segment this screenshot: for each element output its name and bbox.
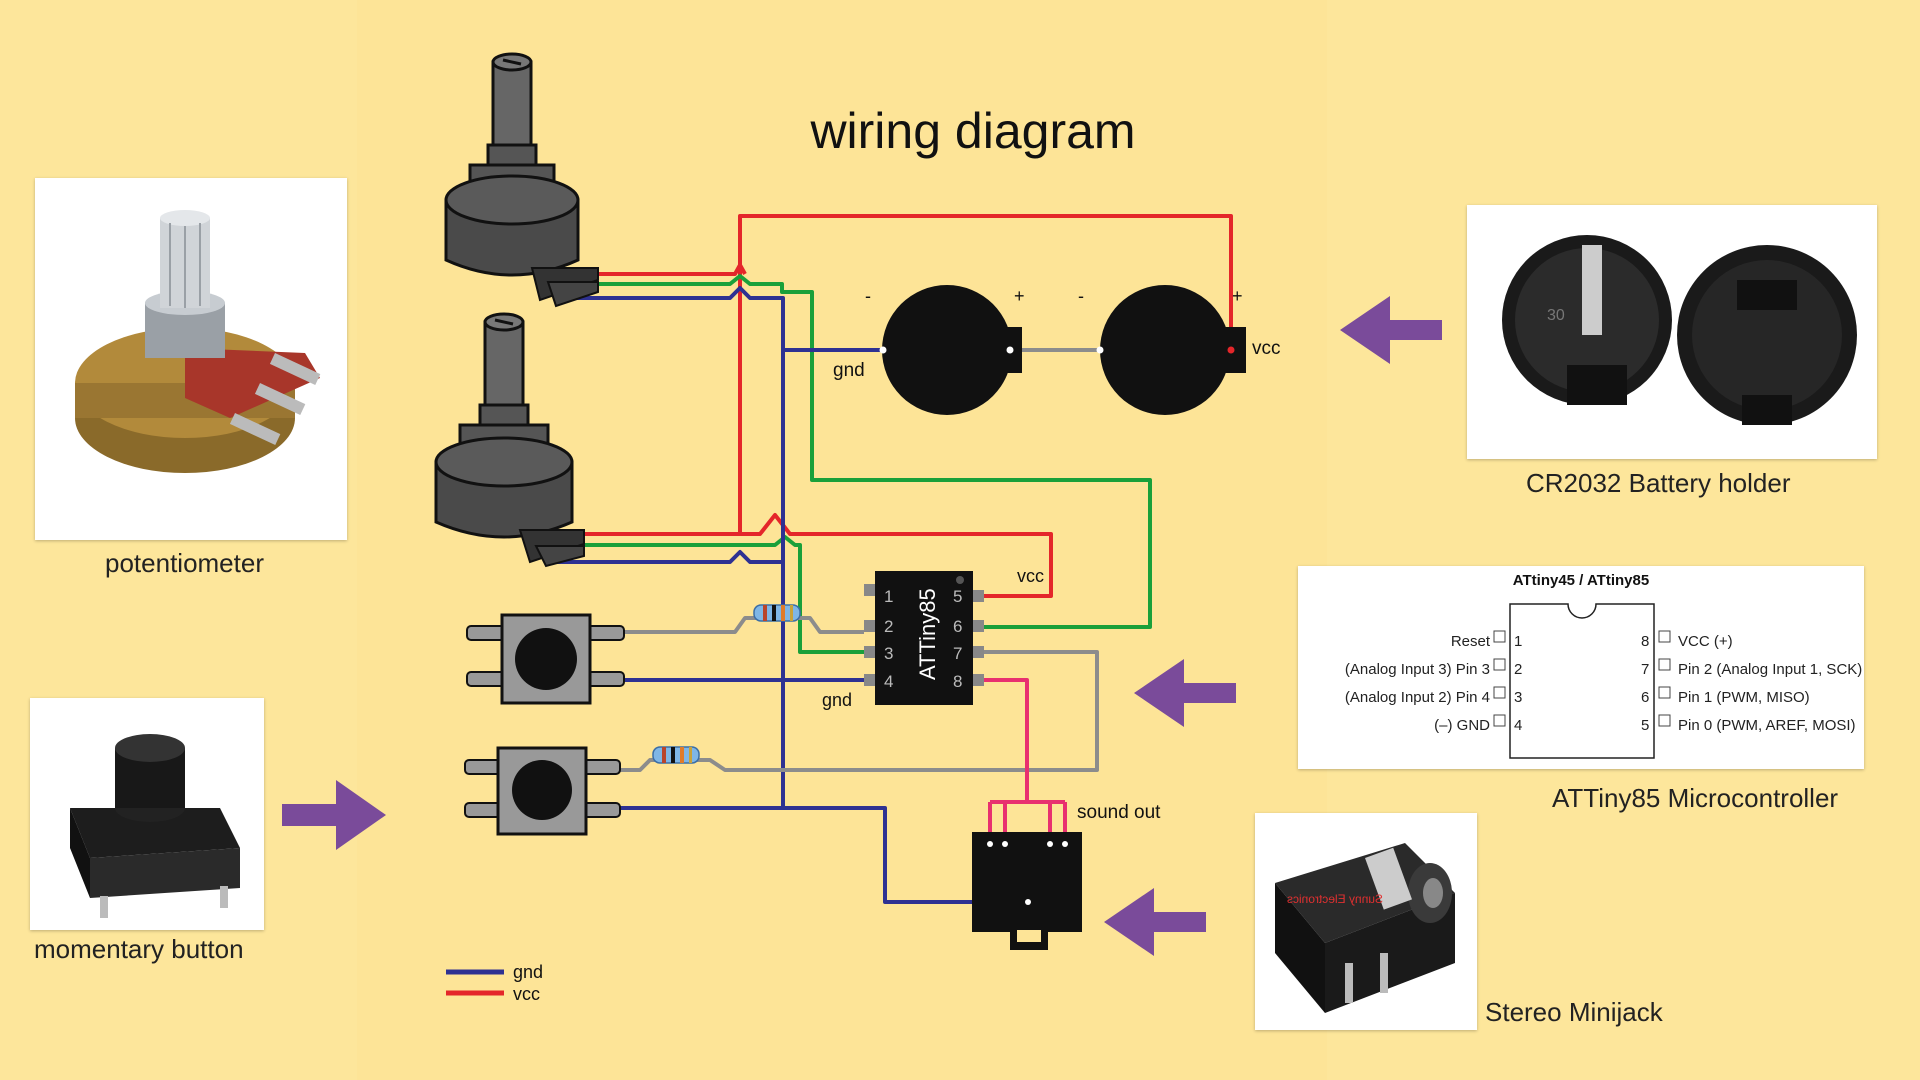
wire-chip-vcc: [580, 513, 1053, 598]
pinout-left-labels: Reset (Analog Input 3) Pin 3 (Analog Inp…: [1345, 628, 1490, 740]
caption-minijack: Stereo Minijack: [1485, 997, 1663, 1027]
chip-gnd-label: gnd: [822, 690, 852, 710]
battery-minus-label: -: [1078, 286, 1084, 306]
pinout-label: Pin 2 (Analog Input 1, SCK): [1678, 661, 1863, 678]
pinout-number: 1: [1514, 633, 1523, 650]
pinout-label: Pin 1 (PWM, MISO): [1678, 689, 1810, 706]
minijack-illustration: Sunny Electronics: [1275, 843, 1455, 1013]
pinout-title: ATtiny45 / ATtiny85: [1512, 572, 1650, 589]
button-1: [466, 613, 625, 705]
pinout-label: Reset: [1450, 633, 1490, 650]
potentiometer-photo: [35, 178, 347, 540]
button-photo: [30, 698, 264, 930]
battery-holder-photo: 30: [1467, 205, 1877, 459]
pinout-label: (–) GND: [1434, 717, 1490, 734]
arrow-left-icon: [1340, 296, 1442, 364]
chip-pin-number: 7: [953, 644, 962, 663]
pinout-label: VCC (+): [1678, 633, 1733, 650]
wire-pot1-vcc: [597, 263, 747, 276]
wire-pot2-gnd: [545, 550, 783, 564]
potentiometer-illustration: [75, 210, 321, 473]
pinout-label: Pin 0 (PWM, AREF, MOSI): [1678, 717, 1856, 734]
pinout-number: 7: [1641, 661, 1650, 678]
caption-button: momentary button: [34, 934, 244, 964]
chip-pin-number: 3: [884, 644, 893, 663]
chip-pin-number: 5: [953, 587, 962, 606]
resistor-1: [753, 604, 801, 622]
chip-vcc-label: vcc: [1017, 566, 1044, 586]
battery-plus-label: +: [1232, 286, 1243, 306]
pinout-right-labels: VCC (+) Pin 2 (Analog Input 1, SCK) Pin …: [1678, 628, 1862, 740]
chip-pin-number: 6: [953, 617, 962, 636]
button-2: [464, 746, 621, 836]
battery-plus-label: +: [1014, 286, 1025, 306]
wire-btn2-gnd: [620, 806, 1030, 904]
battery-vcc-label: vcc: [1252, 338, 1281, 359]
chip-pin-number: 8: [953, 672, 962, 691]
sound-out-label: sound out: [1077, 802, 1161, 823]
pinout-number: 2: [1514, 661, 1523, 678]
wire-gnd-main: [555, 286, 785, 808]
battery-1: [879, 285, 1022, 415]
pinout-number: 8: [1641, 633, 1650, 650]
pinout-number: 3: [1514, 689, 1523, 706]
arrow-right-icon: [282, 780, 386, 850]
legend-label-vcc: vcc: [513, 984, 540, 1004]
pinout-ic-outline: [1493, 603, 1671, 759]
battery-holder-illustration: 30: [1502, 235, 1857, 425]
attiny85-chip: ATTiny85 1 2 3 4 5 6 7 8: [864, 571, 984, 705]
minijack-symbol: [972, 832, 1082, 950]
battery-2: [1096, 285, 1246, 415]
arrow-left-icon: [1134, 659, 1236, 727]
caption-attiny: ATTiny85 Microcontroller: [1552, 783, 1839, 813]
minijack-brand: Sunny Electronics: [1287, 892, 1383, 906]
pot-1: [444, 52, 599, 308]
resistor-2: [652, 746, 700, 764]
caption-battery: CR2032 Battery holder: [1526, 468, 1791, 498]
battery-minus-label: -: [865, 286, 871, 306]
legend-label-gnd: gnd: [513, 962, 543, 982]
wire-btn2-signal: [620, 650, 1099, 772]
pinout-number: 5: [1641, 717, 1650, 734]
attiny-pinout: ATtiny45 / ATtiny85 Reset (Analog Input …: [1298, 566, 1864, 769]
legend: gnd vcc: [446, 962, 543, 1004]
chip-pin-number: 4: [884, 672, 893, 691]
wire-sound-out: [984, 678, 1029, 802]
battery-holder-mark: 30: [1547, 307, 1565, 324]
wires: [545, 214, 1233, 904]
pinout-left-numbers: 1 2 3 4: [1514, 628, 1522, 740]
pinout-label: (Analog Input 2) Pin 4: [1344, 689, 1490, 706]
wire-pot1-wiper: [597, 274, 1152, 629]
chip-pin-number: 1: [884, 587, 893, 606]
arrow-left-icon: [1104, 888, 1206, 956]
page-title: wiring diagram: [809, 103, 1135, 159]
chip-name: ATTiny85: [915, 588, 940, 680]
pinout-number: 4: [1514, 717, 1523, 734]
caption-potentiometer: potentiometer: [105, 548, 264, 578]
pinout-number: 6: [1641, 689, 1650, 706]
pinout-right-numbers: 8 7 6 5: [1641, 628, 1649, 740]
battery-gnd-label: gnd: [833, 360, 865, 381]
button-illustration: [70, 734, 240, 918]
minijack-photo: Sunny Electronics: [1255, 813, 1477, 1030]
chip-pin-number: 2: [884, 617, 893, 636]
wire-vcc-main: [738, 214, 1233, 350]
pot-2: [434, 312, 585, 568]
pinout-label: (Analog Input 3) Pin 3: [1344, 661, 1490, 678]
